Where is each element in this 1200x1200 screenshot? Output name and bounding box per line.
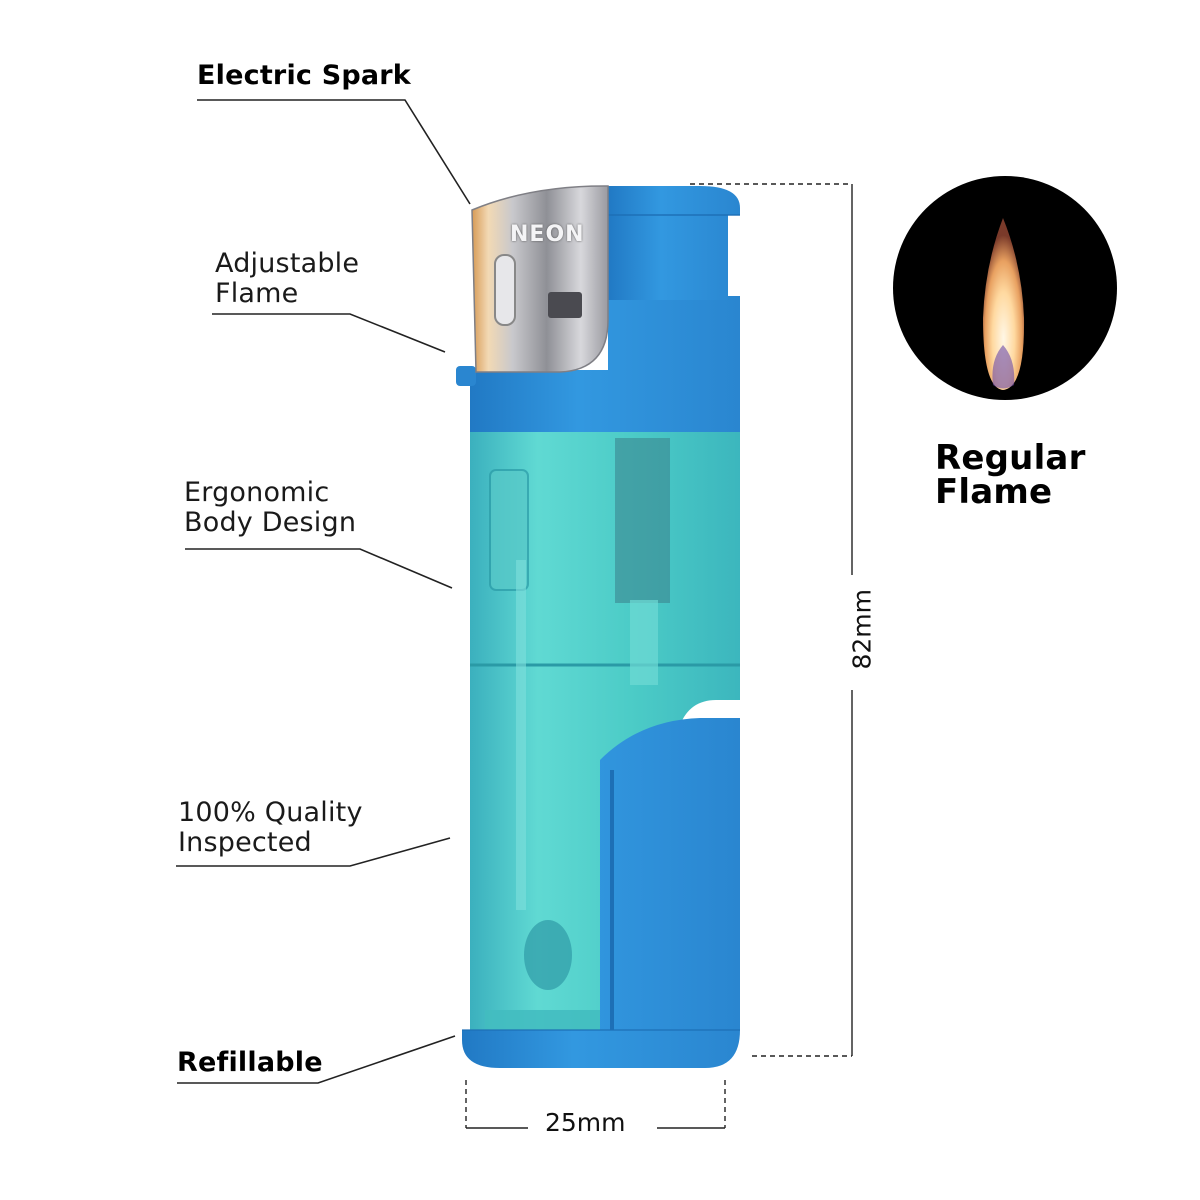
leader-refillable: [177, 1035, 456, 1084]
label-line: Adjustable: [215, 248, 360, 279]
collar: [470, 296, 740, 432]
label-adjustable-flame: Adjustable Flame: [215, 249, 359, 309]
label-ergonomic-body: Ergonomic Body Design: [184, 478, 356, 538]
leader-electric-spark: [197, 99, 471, 205]
metal-hood: [471, 185, 609, 373]
fuel-tank: [470, 430, 740, 1030]
dimension-lines: [465, 183, 853, 1129]
label-line: Body Design: [184, 507, 357, 538]
leader-ergonomic: [185, 548, 453, 589]
adjust-lever: [456, 366, 476, 386]
label-line: Flame: [935, 472, 1053, 512]
spark-button: [608, 186, 740, 300]
leader-quality: [176, 837, 451, 867]
label-refillable: Refillable: [177, 1047, 323, 1078]
flame-outlet: [548, 292, 582, 318]
label-line: 100% Quality: [178, 797, 363, 828]
brand-logo: NEON: [510, 222, 585, 247]
flame-icon: [983, 218, 1025, 390]
label-quality-inspected: 100% Quality Inspected: [178, 798, 363, 858]
filler-valve: [524, 920, 572, 990]
leader-adjustable-flame: [212, 313, 446, 353]
label-line: Regular: [935, 438, 1086, 478]
lighter: [456, 185, 740, 1068]
leader-lines: [176, 99, 471, 1084]
dimension-width-label: 25mm: [545, 1108, 626, 1137]
label-electric-spark: Electric Spark: [197, 60, 411, 91]
label-line: Inspected: [178, 827, 312, 858]
dimension-height-label: 82mm: [847, 588, 877, 670]
label-line: Ergonomic: [184, 477, 330, 508]
valve-tube: [615, 438, 670, 603]
label-regular-flame: Regular Flame: [935, 441, 1086, 509]
label-line: Flame: [215, 278, 299, 309]
flame-badge: [893, 176, 1117, 400]
grip-body: [462, 718, 740, 1068]
